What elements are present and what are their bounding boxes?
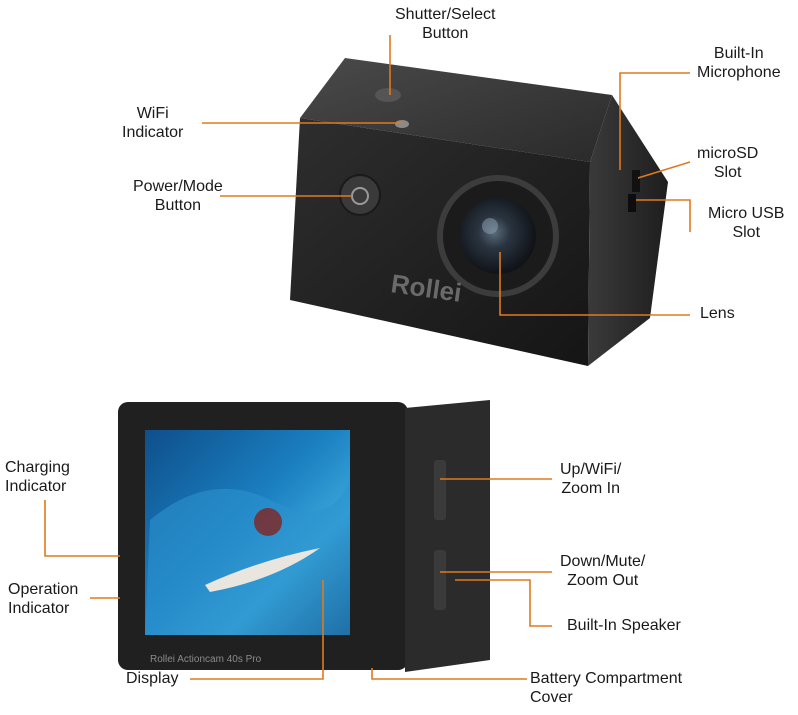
label-down-mute-zoom-out: Down/Mute/Zoom Out bbox=[560, 553, 646, 589]
leader-battery bbox=[371, 668, 527, 680]
front-camera-top-face bbox=[300, 58, 612, 162]
leader-microsd bbox=[637, 161, 691, 179]
screen-surfer bbox=[254, 508, 282, 536]
wifi-indicator-shape bbox=[395, 120, 409, 128]
shutter-button-shape bbox=[375, 88, 401, 102]
screen-caption: Rollei Actioncam 40s Pro bbox=[150, 654, 262, 665]
leader-lens bbox=[499, 252, 690, 316]
back-camera: Rollei Actioncam 40s Pro bbox=[118, 400, 490, 672]
label-built-in-speaker: Built-In Speaker bbox=[567, 617, 681, 634]
leader-display bbox=[190, 580, 324, 680]
up-button-shape bbox=[434, 460, 446, 520]
screen-surfboard bbox=[205, 548, 320, 592]
screen-wave bbox=[145, 480, 350, 635]
down-button-shape bbox=[434, 550, 446, 610]
label-display: Display bbox=[126, 670, 179, 687]
label-up-wifi-zoom-in: Up/WiFi/Zoom In bbox=[560, 461, 622, 497]
power-button-shape bbox=[339, 174, 381, 216]
leader-micro-usb bbox=[636, 199, 691, 232]
leader-charging bbox=[44, 500, 120, 557]
leader-speaker bbox=[455, 579, 552, 627]
front-camera-side-face bbox=[588, 95, 668, 366]
micro-usb-slot-shape bbox=[628, 194, 636, 212]
back-camera-side bbox=[405, 400, 490, 672]
label-lens: Lens bbox=[700, 305, 735, 322]
lens-shape bbox=[437, 175, 559, 297]
leader-lines bbox=[44, 35, 691, 680]
leader-microphone bbox=[619, 72, 690, 170]
front-camera: Rollei bbox=[290, 58, 668, 366]
microsd-slot-shape bbox=[632, 170, 640, 192]
